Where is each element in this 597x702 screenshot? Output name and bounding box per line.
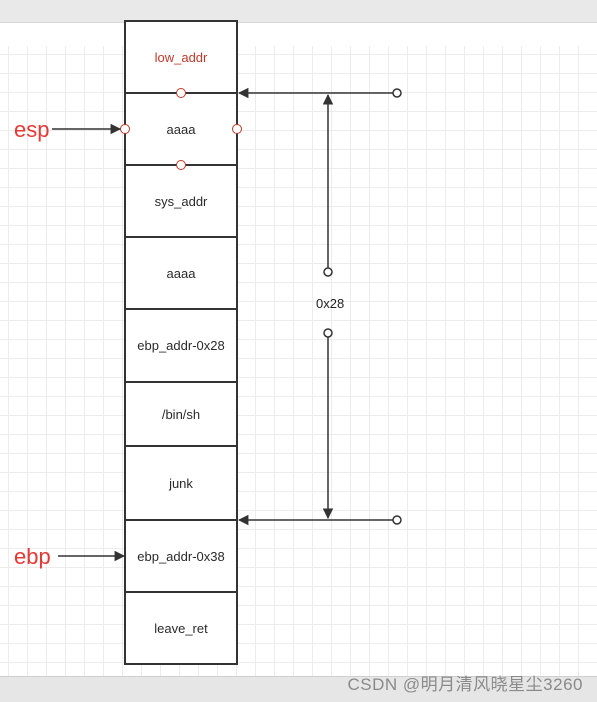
stack-label-aaaa-1: aaaa <box>166 121 196 137</box>
selection-handle-bottom[interactable] <box>176 160 186 170</box>
esp-label: esp <box>14 117 50 142</box>
stack-cell-aaaa-2 <box>124 236 238 310</box>
stack-cell-ebp-addr-0x38 <box>124 519 238 593</box>
top-toolbar-strip <box>0 0 597 46</box>
stack-label-bin-sh: /bin/sh <box>161 406 201 422</box>
stack-label-junk: junk <box>169 475 193 491</box>
stack-label-aaaa-2: aaaa <box>166 265 196 281</box>
csdn-watermark: CSDN @明月清风晓星尘3260 <box>347 675 583 694</box>
top-connector-endpoint <box>392 88 402 98</box>
stack-label-low-addr: low_addr <box>154 49 208 65</box>
selection-handle-top[interactable] <box>176 88 186 98</box>
stack-label-ebp-addr-0x28: ebp_addr-0x28 <box>137 338 225 353</box>
stack-cell-sys-addr <box>124 164 238 238</box>
dimension-upper-endpoint <box>323 267 333 277</box>
stack-cell-bin-sh <box>124 381 238 447</box>
stack-label-ebp-addr-0x38: ebp_addr-0x38 <box>137 548 225 564</box>
stack-cell-ebp-addr-0x28 <box>124 308 238 383</box>
dimension-label: 0x28 <box>316 296 345 311</box>
dimension-lower-endpoint <box>323 328 333 338</box>
stack-label-sys-addr: sys_addr <box>154 193 208 209</box>
bottom-connector-endpoint <box>392 515 402 525</box>
stack-cell-low-addr <box>124 20 238 94</box>
selection-handle-right[interactable] <box>232 124 242 134</box>
bottom-status-strip <box>0 676 597 702</box>
ebp-label: ebp <box>14 544 51 569</box>
stack-cell-junk <box>124 445 238 521</box>
stack-label-leave-ret: leave_ret <box>154 620 208 636</box>
stack-cell-leave-ret <box>124 591 238 665</box>
canvas-grid <box>0 46 597 686</box>
